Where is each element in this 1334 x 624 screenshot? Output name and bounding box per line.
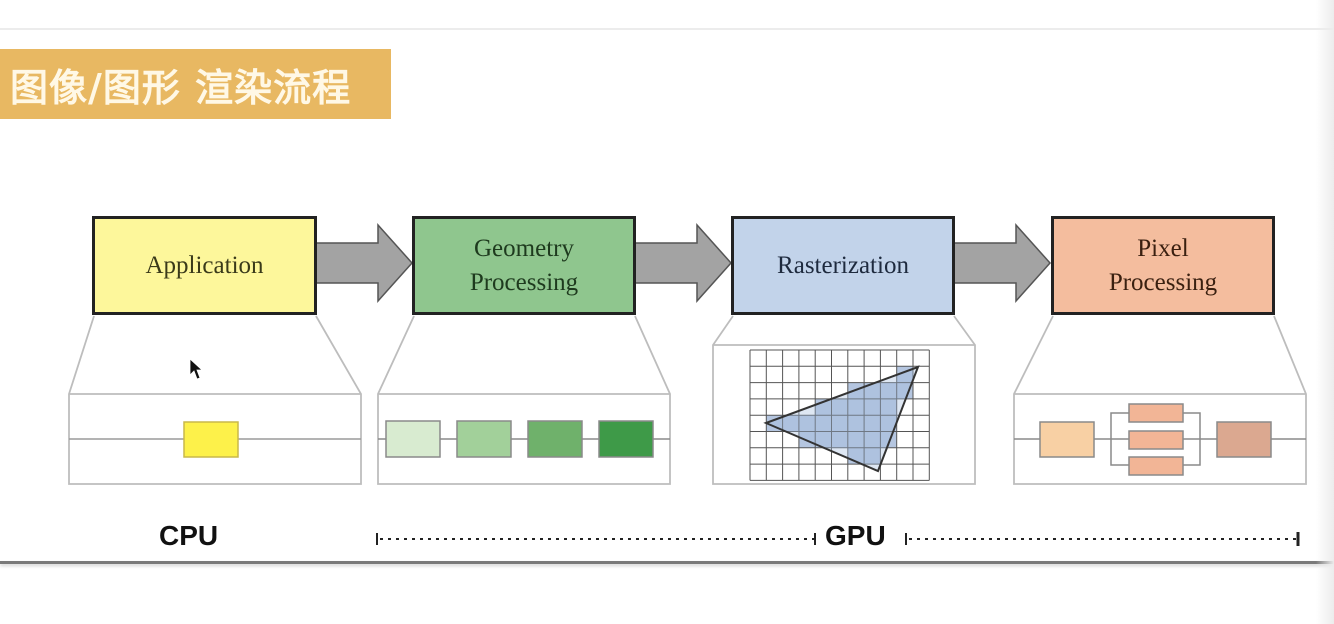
geometry-block-1 <box>385 420 441 458</box>
covered-pixel <box>831 415 848 432</box>
stage-rasterization: Rasterization <box>731 216 955 315</box>
covered-pixel <box>815 415 832 432</box>
stage-label-line: Geometry <box>474 234 574 262</box>
geometry-block-3 <box>527 420 583 458</box>
slide-edge-shadow <box>1316 0 1334 624</box>
application-detail <box>69 421 361 458</box>
stage-pixel-processing: Pixel Processing <box>1051 216 1275 315</box>
geometry-block-4 <box>598 420 654 458</box>
arrow-right-icon <box>316 223 414 303</box>
arrow-right-icon <box>635 223 733 303</box>
gpu-label: GPU <box>825 520 886 551</box>
page-title: 图像/图形 渲染流程 <box>10 65 352 110</box>
covered-pixel <box>798 415 816 432</box>
covered-pixel <box>847 398 865 416</box>
pixel-parallel-block-2 <box>1128 430 1184 450</box>
covered-pixel <box>880 398 897 416</box>
geometry-block-2 <box>456 420 512 458</box>
covered-pixel <box>831 431 848 448</box>
pixel-input-block <box>1039 421 1095 458</box>
covered-pixel <box>864 447 881 465</box>
covered-pixel <box>782 415 799 432</box>
geometry-zoom-lines <box>377 315 671 485</box>
stage-label-line: Pixel <box>1137 234 1189 262</box>
stage-label-line: Processing <box>469 268 579 296</box>
rasterization-zoom-lines <box>712 315 976 485</box>
covered-pixel <box>831 398 848 416</box>
rasterization-detail <box>749 349 930 481</box>
triangle-primitive <box>763 365 920 473</box>
pixel-parallel-block-1 <box>1128 403 1184 423</box>
application-block <box>183 421 239 458</box>
mouse-cursor-icon <box>189 358 204 380</box>
covered-pixel <box>896 382 913 399</box>
covered-pixel <box>864 415 881 432</box>
covered-pixel <box>847 431 865 448</box>
bottom-divider <box>0 561 1334 564</box>
application-zoom-lines <box>68 315 362 485</box>
stage-label-line: Processing <box>1108 268 1218 296</box>
cpu-label: CPU <box>159 520 219 551</box>
pixel-output-block <box>1216 421 1272 458</box>
stage-label-line: Application <box>145 251 264 279</box>
covered-pixel <box>847 415 865 432</box>
covered-pixel <box>880 415 897 432</box>
pixel-zoom-lines <box>1013 315 1307 485</box>
covered-pixel <box>815 431 832 448</box>
stage-geometry-processing: Geometry Processing <box>412 216 636 315</box>
stage-application: Application <box>92 216 317 315</box>
stage-label-line: Rasterization <box>777 251 909 279</box>
covered-pixel <box>880 382 897 399</box>
covered-pixel <box>864 382 881 399</box>
gpu-range-indicator <box>376 532 1300 546</box>
geometry-detail <box>378 420 670 458</box>
top-divider <box>0 28 1334 30</box>
title-banner: 图像/图形 渲染流程 <box>0 49 391 119</box>
covered-pixel <box>864 431 881 448</box>
arrow-right-icon <box>954 223 1052 303</box>
pixel-parallel-block-3 <box>1128 456 1184 476</box>
covered-pixel <box>864 398 881 416</box>
pixel-detail <box>1014 403 1306 476</box>
